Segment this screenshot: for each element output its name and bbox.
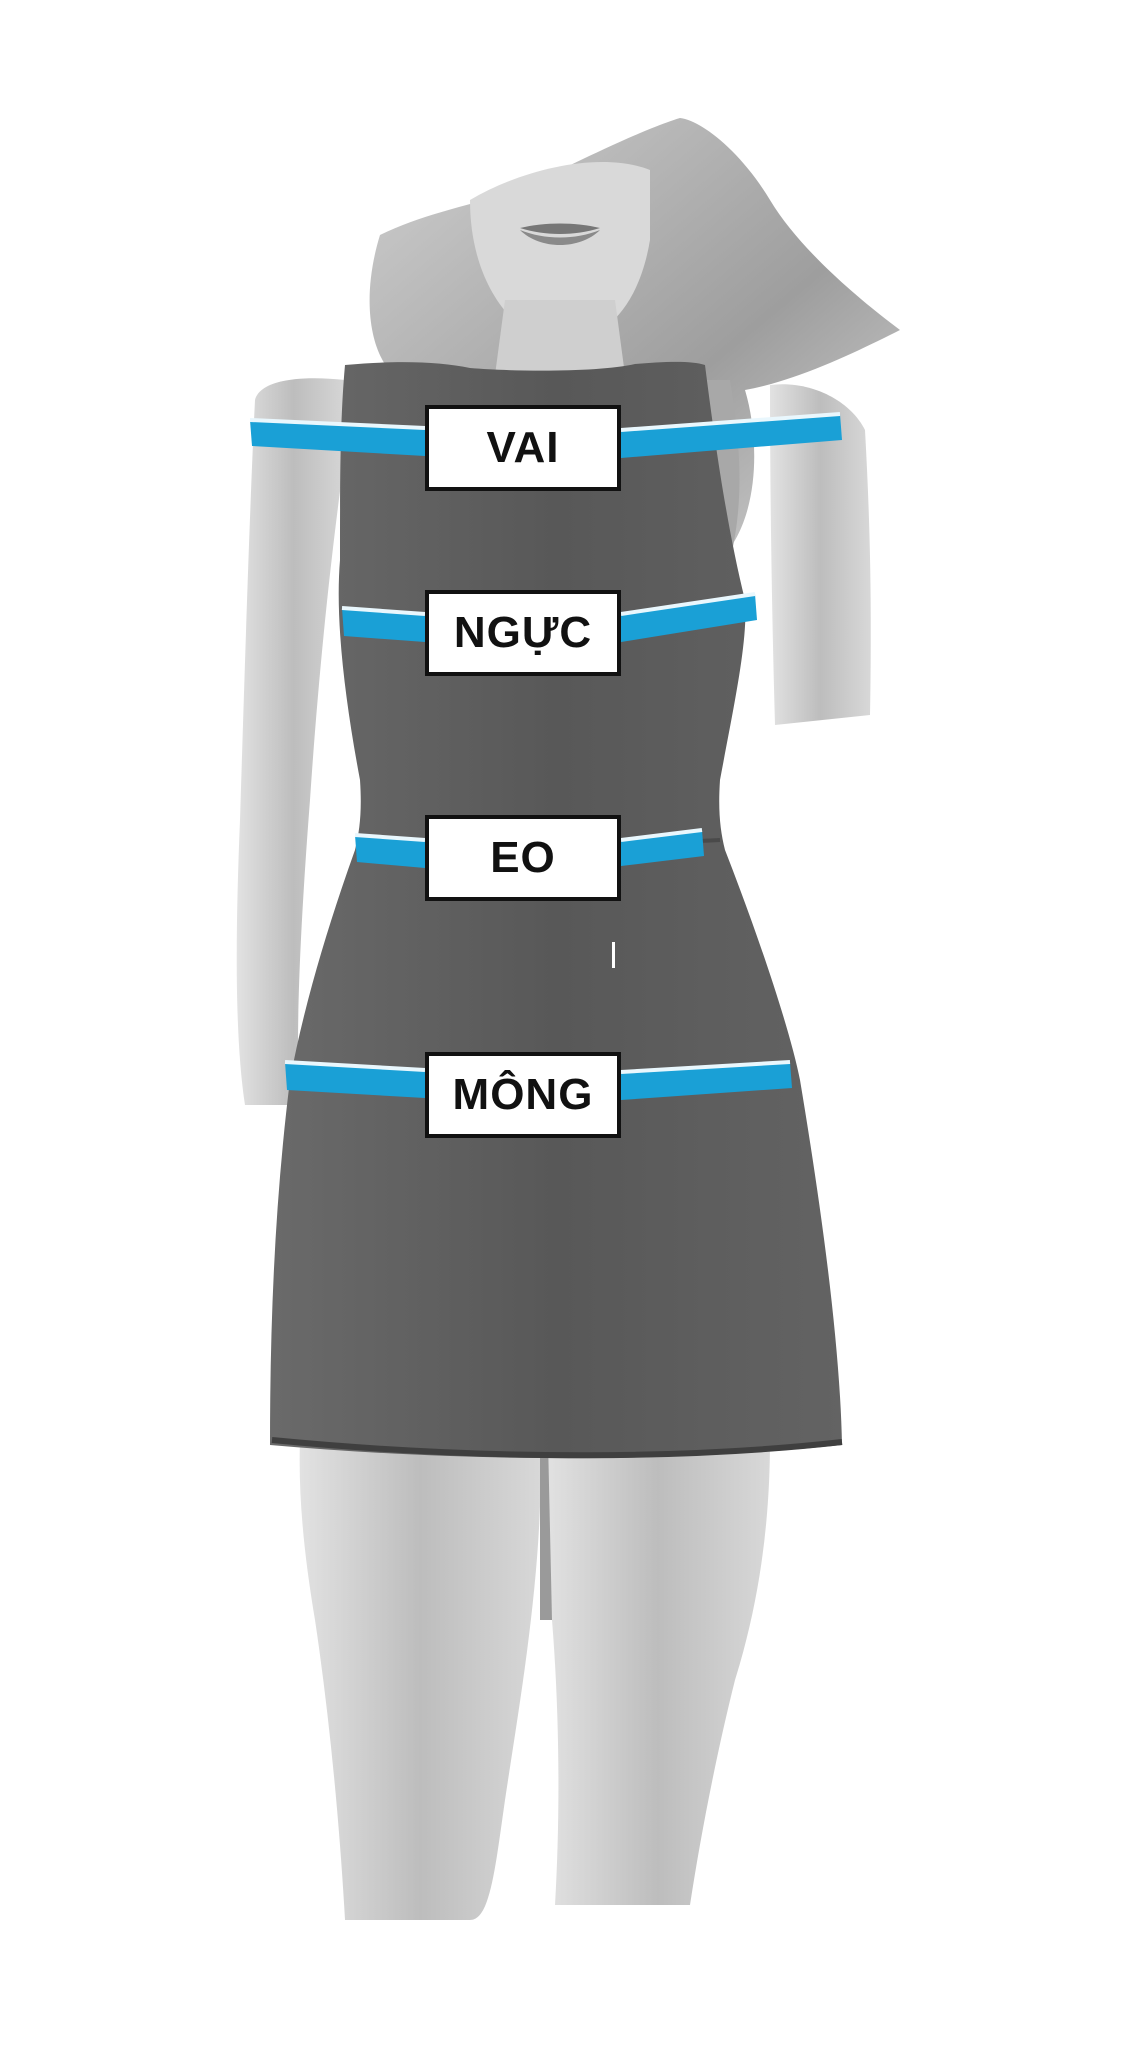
left-arm-shape [236,378,350,1105]
right-arm-shape [770,384,871,725]
waist-tape [354,828,704,868]
chest-label-text: NGỰC [453,608,593,657]
face-shape [470,161,650,345]
shoulder-tape [249,412,842,458]
neck-shape [495,300,625,375]
dress-shape [270,361,842,1459]
chest-tape [341,592,757,642]
shoulder-label: VAI [425,405,621,491]
waist-label-text: EO [490,833,556,882]
hip-tape [284,1060,792,1100]
legs-shape [299,1440,770,1920]
hip-label: MÔNG [425,1052,621,1138]
waist-label: EO [425,815,621,901]
hip-label-text: MÔNG [452,1070,594,1119]
shoulder-label-text: VAI [486,423,560,472]
chest-label: NGỰC [425,590,621,676]
text-cursor-icon [612,942,615,968]
hem-line [271,1437,843,1459]
